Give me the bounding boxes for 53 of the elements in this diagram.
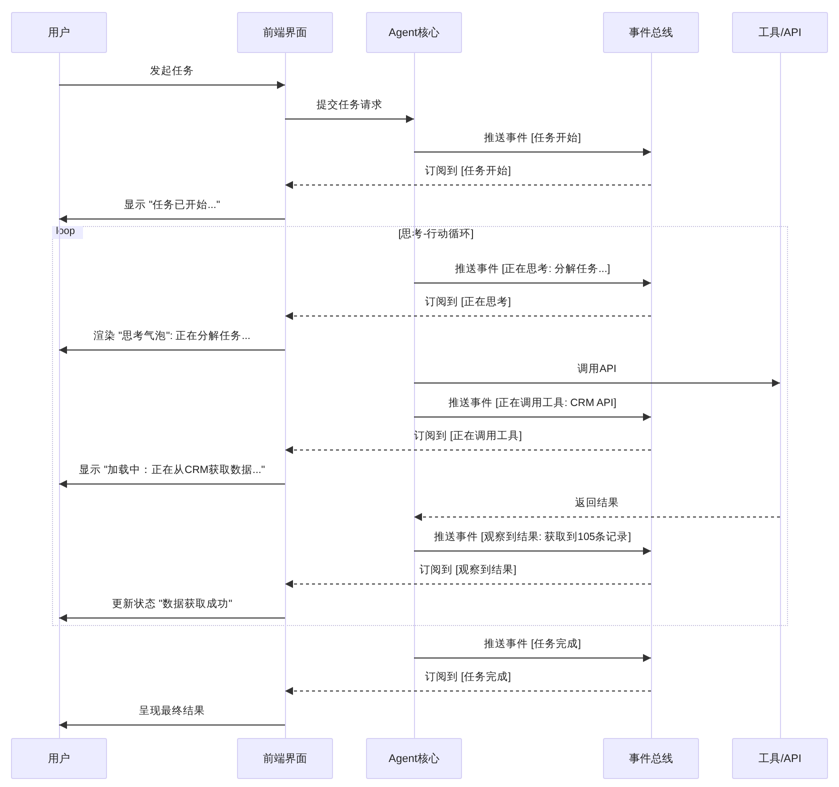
arrow [58,480,286,488]
message-label: 推送事件 [任务开始] [484,132,581,145]
message-label: 订阅到 [任务完成] [425,671,511,684]
participant-box: 工具/API [732,738,828,779]
participant-box: 事件总线 [603,738,699,779]
dashed-arrow [284,580,652,588]
message-label: 订阅到 [正在思考] [425,296,511,309]
participant-box: 前端界面 [237,12,333,53]
lifeline [780,53,781,738]
participant-box: 用户 [11,12,107,53]
message-label: 返回结果 [575,497,619,510]
arrow [414,279,652,287]
arrow [58,81,286,89]
message-label: 呈现最终结果 [139,705,205,718]
arrow [58,215,286,223]
lifeline [285,53,286,738]
message-label: 推送事件 [正在思考: 分解任务...] [454,263,610,276]
message-label: 推送事件 [任务完成] [484,638,581,651]
participant-box: 事件总线 [603,12,699,53]
message-label: 更新状态 "数据获取成功" [112,598,232,611]
message-label: 推送事件 [正在调用工具: CRM API] [448,397,616,410]
arrow [414,547,652,555]
message-label: 推送事件 [观察到结果: 获取到105条记录] [434,531,632,544]
arrow [58,614,286,622]
arrow [58,346,286,354]
dashed-arrow [284,312,652,320]
message-label: 订阅到 [正在调用工具] [414,430,522,443]
lifeline [59,53,60,738]
participant-box: Agent核心 [366,12,462,53]
dashed-arrow [284,446,652,454]
message-label: 订阅到 [任务开始] [425,165,511,178]
participant-box: 工具/API [732,12,828,53]
arrow [414,654,652,662]
lifeline [651,53,652,738]
dashed-arrow [284,687,652,695]
message-label: 显示 "任务已开始..." [124,199,220,212]
message-label: 渲染 "思考气泡": 正在分解任务... [94,330,250,343]
arrow [284,115,414,123]
message-label: 订阅到 [观察到结果] [420,564,516,577]
arrow [414,379,780,387]
message-label: 调用API [578,363,616,376]
participant-box: 用户 [11,738,107,779]
message-label: 提交任务请求 [316,99,382,112]
dashed-arrow [414,513,780,521]
dashed-arrow [284,181,652,189]
participant-box: Agent核心 [366,738,462,779]
participant-box: 前端界面 [237,738,333,779]
arrow [414,413,652,421]
message-label: 发起任务 [150,65,194,78]
arrow [58,721,286,729]
arrow [414,148,652,156]
message-label: 显示 "加载中：正在从CRM获取数据..." [78,464,266,477]
lifeline [414,53,415,738]
